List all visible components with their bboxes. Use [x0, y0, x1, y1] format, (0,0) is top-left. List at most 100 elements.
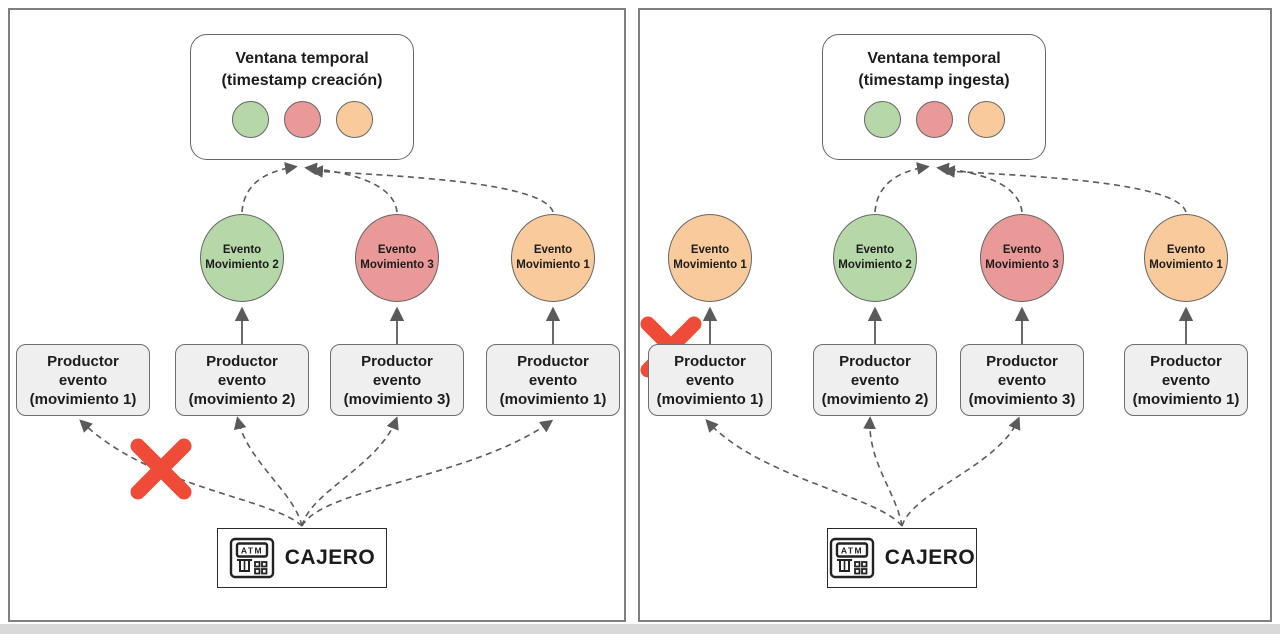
window-subtitle-line: (timestamp ingesta): [858, 72, 1010, 89]
red-event-dot: [283, 101, 321, 138]
link-cajero-to-producer1: [79, 419, 303, 527]
producer-label-line1: Productor: [206, 352, 278, 370]
producer-node-movimiento-2: Productor evento (movimiento 2): [813, 344, 937, 416]
link-cajero-to-producer2: [233, 416, 303, 527]
event-label-line2: Movimiento 1: [673, 259, 747, 271]
producer-label-line3: (movimiento 3): [968, 390, 1076, 408]
link-orange-event-to-window: [310, 165, 554, 213]
producer-node-movimiento-3: Productor evento (movimiento 3): [330, 344, 464, 416]
producer-label-line3: (movimiento 2): [821, 390, 929, 408]
event-label-line2: Movimiento 3: [985, 259, 1059, 271]
event-label-line1: Evento: [222, 244, 262, 256]
red-event-dot: [915, 101, 953, 138]
producer-label-line2: evento: [850, 371, 900, 389]
producer-label-line2: evento: [58, 371, 108, 389]
producer-label-line1: Productor: [839, 352, 911, 370]
temporal-window: Ventana temporal (timestamp creación): [190, 34, 414, 160]
event-label-line2: Movimiento 2: [838, 259, 912, 271]
producer-label-line2: evento: [217, 371, 267, 389]
link-cajero-to-producer1: [705, 419, 903, 527]
window-title-line: Ventana temporal: [235, 50, 369, 67]
producer-label-line2: evento: [1161, 371, 1211, 389]
event-label-line1: Evento: [855, 244, 895, 256]
event-node-movimiento-3: Evento Movimiento 3: [355, 214, 439, 302]
event-label-line2: Movimiento 2: [205, 259, 279, 271]
producer-label-line2: evento: [372, 371, 422, 389]
event-label-line1: Evento: [690, 244, 730, 256]
event-node-movimiento-1: Evento Movimiento 1: [1144, 214, 1228, 302]
producer-node-movimiento-1b: Productor evento (movimiento 1): [486, 344, 620, 416]
canvas-bottom-edge: [0, 624, 1280, 634]
producer-to-event-arrows: [234, 306, 561, 344]
producer-label-line3: (movimiento 1): [1132, 390, 1240, 408]
producer-node-movimiento-2: Productor evento (movimiento 2): [175, 344, 309, 416]
event-node-movimiento-1-late: Evento Movimiento 1: [668, 214, 752, 302]
atm-icon: ATM: [229, 537, 274, 579]
producer-node-movimiento-1b: Productor evento (movimiento 1): [1124, 344, 1248, 416]
producer-label-line3: (movimiento 1): [499, 390, 607, 408]
window-title: Ventana temporal (timestamp creación): [191, 48, 413, 92]
error-x-icon: [130, 438, 192, 500]
producer-label-line1: Productor: [674, 352, 746, 370]
event-node-movimiento-1: Evento Movimiento 1: [511, 214, 595, 302]
event-label-line1: Evento: [377, 244, 417, 256]
link-cajero-to-producer3: [901, 416, 1021, 527]
cajero-label: CAJERO: [284, 546, 376, 569]
producer-label-line1: Productor: [986, 352, 1058, 370]
producer-label-line2: evento: [528, 371, 578, 389]
producer-label-line3: (movimiento 1): [656, 390, 764, 408]
link-cajero-to-producer2: [863, 416, 903, 527]
producer-label-line2: evento: [997, 371, 1047, 389]
cajero-to-producer-links: [705, 416, 1021, 527]
panel-timestamp-ingesta: Ventana temporal (timestamp ingesta) Eve…: [638, 8, 1272, 622]
link-cajero-to-producer3: [301, 416, 399, 527]
link-orange-event-to-window: [942, 165, 1187, 213]
panel-timestamp-creacion: Ventana temporal (timestamp creación) Ev…: [8, 8, 626, 622]
temporal-window: Ventana temporal (timestamp ingesta): [822, 34, 1046, 160]
window-event-dots: [191, 101, 413, 138]
event-label-line2: Movimiento 1: [516, 259, 590, 271]
event-label-line1: Evento: [533, 244, 573, 256]
event-label-line2: Movimiento 1: [1149, 259, 1223, 271]
event-to-window-links: [241, 162, 554, 213]
producer-label-line3: (movimiento 3): [343, 390, 451, 408]
cajero-node: ATM CAJERO: [827, 528, 977, 588]
event-label-line1: Evento: [1166, 244, 1206, 256]
window-title-line: Ventana temporal: [867, 50, 1001, 67]
event-to-window-links: [874, 162, 1187, 213]
producer-label-line1: Productor: [1150, 352, 1222, 370]
cajero-node: ATM CAJERO: [217, 528, 387, 588]
window-subtitle-line: (timestamp creación): [221, 72, 383, 89]
producer-label-line3: (movimiento 1): [29, 390, 137, 408]
window-title: Ventana temporal (timestamp ingesta): [823, 48, 1045, 92]
green-event-dot: [231, 101, 269, 138]
producer-label-line2: evento: [685, 371, 735, 389]
cajero-to-producer-links: [79, 416, 554, 527]
event-node-movimiento-2: Evento Movimiento 2: [200, 214, 284, 302]
event-node-movimiento-3: Evento Movimiento 3: [980, 214, 1064, 302]
link-green-event-to-window: [241, 162, 298, 213]
link-cajero-to-producer4: [301, 419, 554, 527]
event-label-line2: Movimiento 3: [360, 259, 434, 271]
producer-node-movimiento-1: Productor evento (movimiento 1): [648, 344, 772, 416]
producer-node-movimiento-3: Productor evento (movimiento 3): [960, 344, 1084, 416]
link-red-event-to-window: [304, 162, 398, 213]
producer-label-line1: Productor: [47, 352, 119, 370]
event-node-movimiento-2: Evento Movimiento 2: [833, 214, 917, 302]
orange-event-dot: [967, 101, 1005, 138]
producer-to-event-arrows: [702, 306, 1194, 344]
link-green-event-to-window: [874, 162, 930, 213]
window-event-dots: [823, 101, 1045, 138]
producer-label-line1: Productor: [517, 352, 589, 370]
producer-node-movimiento-1: Productor evento (movimiento 1): [16, 344, 150, 416]
atm-icon: ATM: [829, 537, 874, 579]
connector-lines-left: [79, 162, 561, 527]
producer-label-line3: (movimiento 2): [188, 390, 296, 408]
orange-event-dot: [335, 101, 373, 138]
event-label-line1: Evento: [1002, 244, 1042, 256]
producer-label-line1: Productor: [361, 352, 433, 370]
atm-icon-text: ATM: [841, 546, 863, 556]
cajero-label: CAJERO: [884, 546, 976, 569]
atm-icon-text: ATM: [241, 546, 263, 556]
